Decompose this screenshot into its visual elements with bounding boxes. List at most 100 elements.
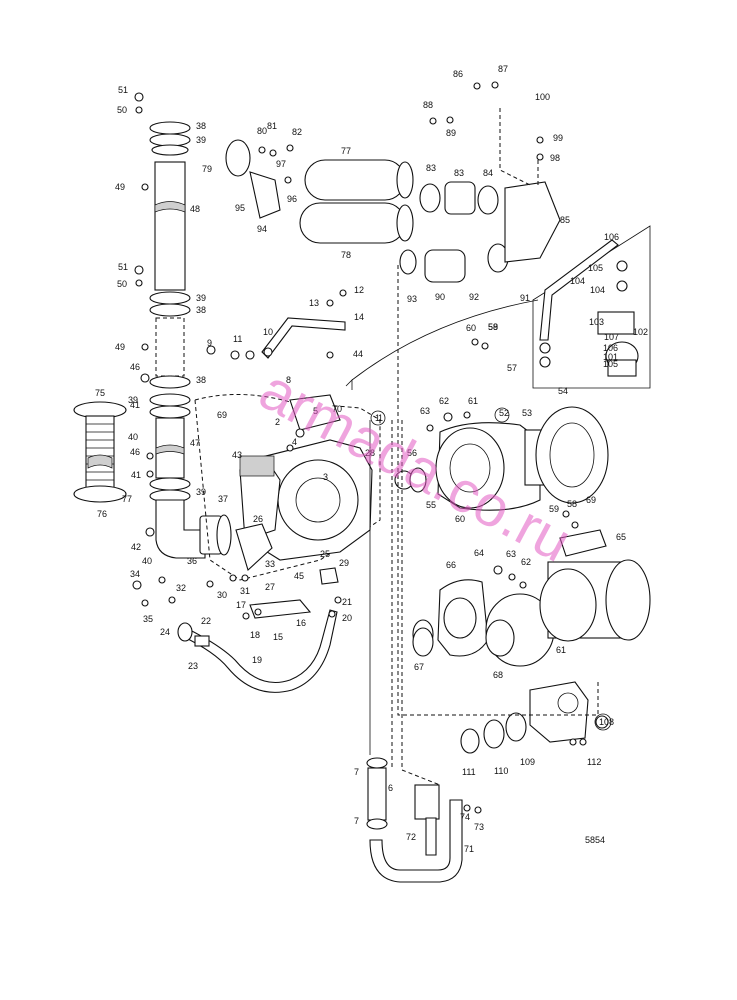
callout-82: 82: [292, 127, 302, 137]
callout-71: 71: [464, 844, 474, 854]
callout-50: 50: [117, 279, 127, 289]
callout-60: 60: [466, 323, 476, 333]
callout-64: 64: [474, 548, 484, 558]
callout-109: 109: [520, 757, 535, 767]
callout-90: 90: [435, 292, 445, 302]
callout-19: 19: [252, 655, 262, 665]
callout-2: 2: [275, 417, 280, 427]
callout-27: 27: [265, 582, 275, 592]
callout-88: 88: [423, 100, 433, 110]
callout-59: 59: [488, 322, 498, 332]
callout-5: 5: [313, 406, 318, 416]
callout-99: 99: [553, 133, 563, 143]
turbo-housing-assembly: [194, 394, 381, 581]
callout-69: 69: [586, 495, 596, 505]
callout-58: 58: [567, 499, 577, 509]
callout-11: 11: [233, 334, 242, 344]
callout-91: 91: [520, 293, 530, 303]
callout-15: 15: [273, 632, 283, 642]
connector-sleeves: [399, 181, 561, 283]
routing-lines: [345, 108, 599, 786]
callout-112: 112: [587, 757, 601, 767]
callout-104: 104: [590, 285, 605, 295]
callout-4: 4: [292, 437, 297, 447]
callout-106: 106: [604, 232, 619, 242]
callout-45: 45: [294, 571, 304, 581]
drain-pipes: [366, 757, 463, 883]
callout-97: 97: [276, 159, 286, 169]
callout-44: 44: [353, 349, 363, 359]
callout-59: 59: [549, 504, 559, 514]
callout-79: 79: [202, 164, 212, 174]
callout-42: 42: [131, 542, 141, 552]
callout-51: 51: [118, 85, 128, 95]
callout-26: 26: [253, 514, 263, 524]
pump-assembly: [460, 681, 609, 754]
callout-76: 76: [97, 509, 107, 519]
callout-8: 8: [286, 375, 291, 385]
callout-74: 74: [460, 812, 470, 822]
callout-12: 12: [354, 285, 364, 295]
callout-50: 50: [117, 105, 127, 115]
callout-78: 78: [341, 250, 351, 260]
callout-3: 3: [323, 472, 328, 482]
callout-7: 7: [354, 767, 359, 777]
callout-48: 48: [190, 204, 200, 214]
callout-98: 98: [550, 153, 560, 163]
air-cleaner-upper: [394, 406, 609, 511]
callout-38: 38: [196, 121, 206, 131]
callout-63: 63: [420, 406, 430, 416]
callout-81: 81: [267, 121, 277, 131]
callout-77: 77: [122, 494, 132, 504]
drawing-number: 5854: [585, 835, 605, 845]
callout-33: 33: [265, 559, 275, 569]
callout-96: 96: [287, 194, 297, 204]
callout-102: 102: [633, 327, 648, 337]
callout-75: 75: [95, 388, 105, 398]
callout-108: 108: [599, 717, 614, 727]
callout-54: 54: [558, 386, 568, 396]
callout-52: 52: [499, 408, 509, 418]
callout-31: 31: [240, 586, 250, 596]
callout-104: 104: [570, 276, 585, 286]
callout-18: 18: [250, 630, 260, 640]
callout-111: 111: [462, 767, 476, 777]
callout-89: 89: [446, 128, 456, 138]
callout-107: 107: [604, 332, 619, 342]
callout-46: 46: [130, 362, 140, 372]
callout-37: 37: [218, 494, 228, 504]
callout-72: 72: [406, 832, 416, 842]
callout-66: 66: [446, 560, 456, 570]
callout-43: 43: [232, 450, 242, 460]
callout-39: 39: [128, 395, 138, 405]
callout-29: 29: [339, 558, 349, 568]
callout-56: 56: [407, 448, 417, 458]
callout-32: 32: [176, 583, 186, 593]
callout-62: 62: [521, 557, 531, 567]
callout-103: 103: [589, 317, 604, 327]
small-hardware: [132, 81, 587, 814]
callout-24: 24: [160, 627, 170, 637]
callout-30: 30: [217, 590, 227, 600]
callout-46: 46: [130, 447, 140, 457]
callout-100: 100: [535, 92, 550, 102]
callout-14: 14: [354, 312, 364, 322]
air-cleaner-lower: [412, 529, 651, 667]
callout-13: 13: [309, 298, 319, 308]
callout-51: 51: [118, 262, 128, 272]
callout-63: 63: [506, 549, 516, 559]
callout-55: 55: [426, 500, 436, 510]
callout-39: 39: [196, 487, 206, 497]
callout-38: 38: [196, 375, 206, 385]
callout-7: 7: [354, 816, 359, 826]
callout-41: 41: [131, 470, 141, 480]
callout-23: 23: [188, 661, 198, 671]
callout-47: 47: [190, 438, 200, 448]
callout-92: 92: [469, 292, 479, 302]
muffler-pair: [225, 139, 414, 244]
callout-40: 40: [128, 432, 138, 442]
callout-87: 87: [498, 64, 508, 74]
callout-22: 22: [201, 616, 211, 626]
callout-58: 58: [488, 322, 498, 332]
